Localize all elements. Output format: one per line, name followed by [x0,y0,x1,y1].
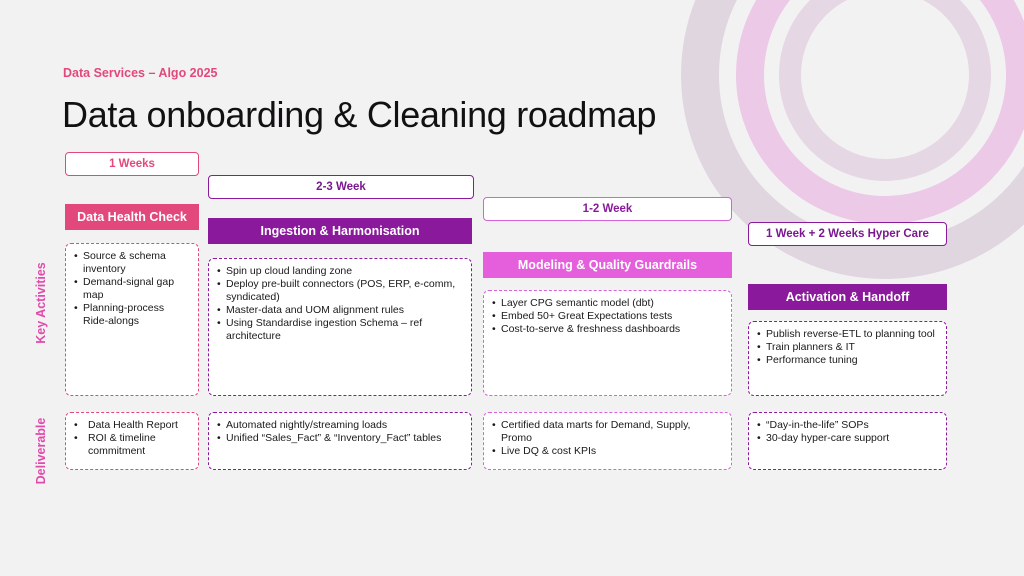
duration-badge-phase-3: 1-2 Week [483,197,732,221]
deliverables-box-phase-1: Data Health Report ROI & timeline commit… [65,412,199,470]
activities-box-phase-2: Spin up cloud landing zone Deploy pre-bu… [208,258,472,396]
activities-box-phase-3: Layer CPG semantic model (dbt) Embed 50+… [483,290,732,396]
list-item: Demand-signal gap map [74,276,190,302]
list-item: Source & schema inventory [74,250,190,276]
list-item: Certified data marts for Demand, Supply,… [492,419,723,445]
deliverables-box-phase-4: “Day-in-the-life” SOPs 30-day hyper-care… [748,412,947,470]
eyebrow-label: Data Services – Algo 2025 [63,66,218,80]
duration-badge-phase-4: 1 Week + 2 Weeks Hyper Care [748,222,947,246]
list-item: Automated nightly/streaming loads [217,419,463,432]
list-item: 30-day hyper-care support [757,432,938,445]
list-item: Layer CPG semantic model (dbt) [492,297,723,310]
list-item: Train planners & IT [757,341,938,354]
list-item: Planning-process Ride-alongs [74,302,190,328]
list-item: Unified “Sales_Fact” & “Inventory_Fact” … [217,432,463,445]
page-title: Data onboarding & Cleaning roadmap [62,94,657,135]
activities-box-phase-1: Source & schema inventory Demand-signal … [65,243,199,396]
deliverables-box-phase-2: Automated nightly/streaming loads Unifie… [208,412,472,470]
list-item: Embed 50+ Great Expectations tests [492,310,723,323]
list-item: Deploy pre-built connectors (POS, ERP, e… [217,278,463,304]
list-item: Using Standardise ingestion Schema – ref… [217,317,463,343]
duration-badge-phase-2: 2-3 Week [208,175,474,199]
deliverables-box-phase-3: Certified data marts for Demand, Supply,… [483,412,732,470]
list-item: ROI & timeline commitment [74,432,190,458]
phase-header-ingestion-harmonisation: Ingestion & Harmonisation [208,218,472,244]
duration-badge-phase-1: 1 Weeks [65,152,199,176]
list-item: Publish reverse-ETL to planning tool [757,328,938,341]
phase-header-data-health-check: Data Health Check [65,204,199,230]
list-item: Spin up cloud landing zone [217,265,463,278]
row-label-deliverable: Deliverable [34,417,48,485]
list-item: Live DQ & cost KPIs [492,445,723,458]
list-item: Performance tuning [757,354,938,367]
row-label-key-activities: Key Activities [34,262,48,344]
phase-header-modeling-quality: Modeling & Quality Guardrails [483,252,732,278]
list-item: “Day-in-the-life” SOPs [757,419,938,432]
activities-box-phase-4: Publish reverse-ETL to planning tool Tra… [748,321,947,396]
list-item: Data Health Report [74,419,190,432]
list-item: Master-data and UOM alignment rules [217,304,463,317]
phase-header-activation-handoff: Activation & Handoff [748,284,947,310]
list-item: Cost-to-serve & freshness dashboards [492,323,723,336]
